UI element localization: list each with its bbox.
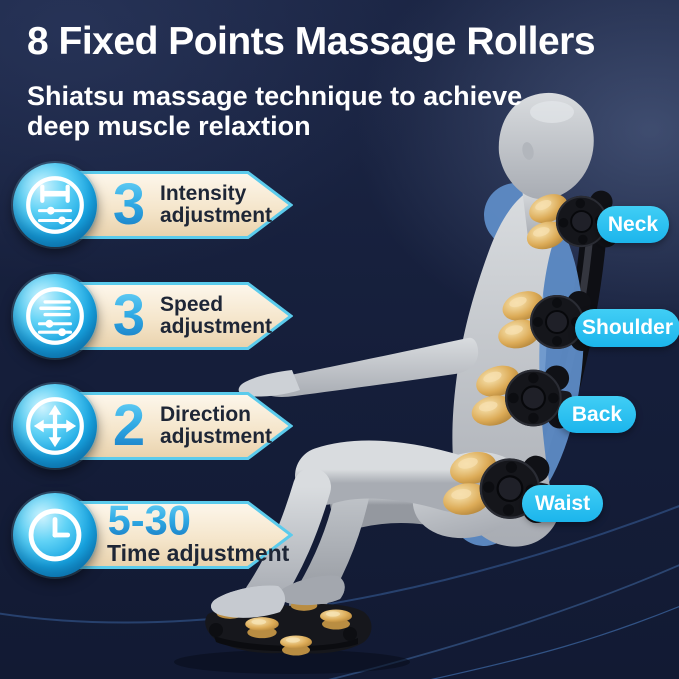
svg-text:3: 3 — [113, 285, 145, 347]
feature-label: Direction adjustment — [160, 402, 273, 449]
feature-value: 2 — [113, 395, 145, 457]
label-waist: Waist — [522, 485, 603, 522]
feature-value: 3 — [113, 174, 145, 236]
feature-label-line1: Time adjustment — [107, 539, 290, 566]
ear — [522, 142, 534, 160]
feature-value: 3 — [113, 285, 145, 347]
feature-icon-badge — [13, 493, 97, 577]
header: 8 Fixed Points Massage Rollers Shiatsu m… — [27, 20, 596, 141]
subtitle-line-1: Shiatsu massage technique to achieve — [27, 81, 523, 111]
feature-direction: 2 Direction adjustment — [13, 384, 297, 468]
label-neck: Neck — [597, 206, 669, 243]
time-icon — [28, 508, 82, 562]
feature-label: Intensity adjustment — [160, 181, 273, 228]
feature-label-line2: adjustment — [160, 204, 273, 227]
feature-icon-badge — [13, 274, 97, 358]
feature-label-line1: Direction — [160, 402, 252, 426]
svg-text:5-30: 5-30 — [108, 501, 191, 541]
feature-icon-badge — [13, 163, 97, 247]
feature-label-line2: adjustment — [160, 425, 273, 448]
ground-shadow — [174, 650, 410, 674]
page-title: 8 Fixed Points Massage Rollers — [27, 20, 596, 63]
subtitle-line-2: deep muscle relaxtion — [27, 111, 311, 142]
label-back: Back — [558, 396, 636, 433]
feature-label-line1: Speed — [160, 292, 224, 316]
feature-icon-badge — [13, 384, 97, 468]
label-shoulder: Shoulder — [575, 309, 679, 347]
svg-text:2: 2 — [113, 395, 145, 457]
feature-speed: 3 Speed adjustment — [13, 274, 297, 358]
svg-text:3: 3 — [113, 174, 145, 236]
speed-icon — [26, 287, 84, 345]
feature-label: Speed adjustment — [160, 292, 273, 339]
direction-icon — [26, 397, 84, 455]
feature-value: 5-30 — [108, 501, 191, 541]
feature-time: 5-30 Time adjustment — [13, 493, 297, 577]
feature-label-line2: adjustment — [160, 315, 273, 338]
feet — [211, 575, 345, 618]
page-subtitle: Shiatsu massage technique to achieve dee… — [27, 81, 595, 141]
feature-intensity: 3 Intensity adjustment — [13, 163, 297, 247]
feature-label: Time adjustment — [107, 539, 290, 566]
intensity-icon — [26, 176, 84, 234]
feature-label-line1: Intensity — [160, 181, 247, 205]
